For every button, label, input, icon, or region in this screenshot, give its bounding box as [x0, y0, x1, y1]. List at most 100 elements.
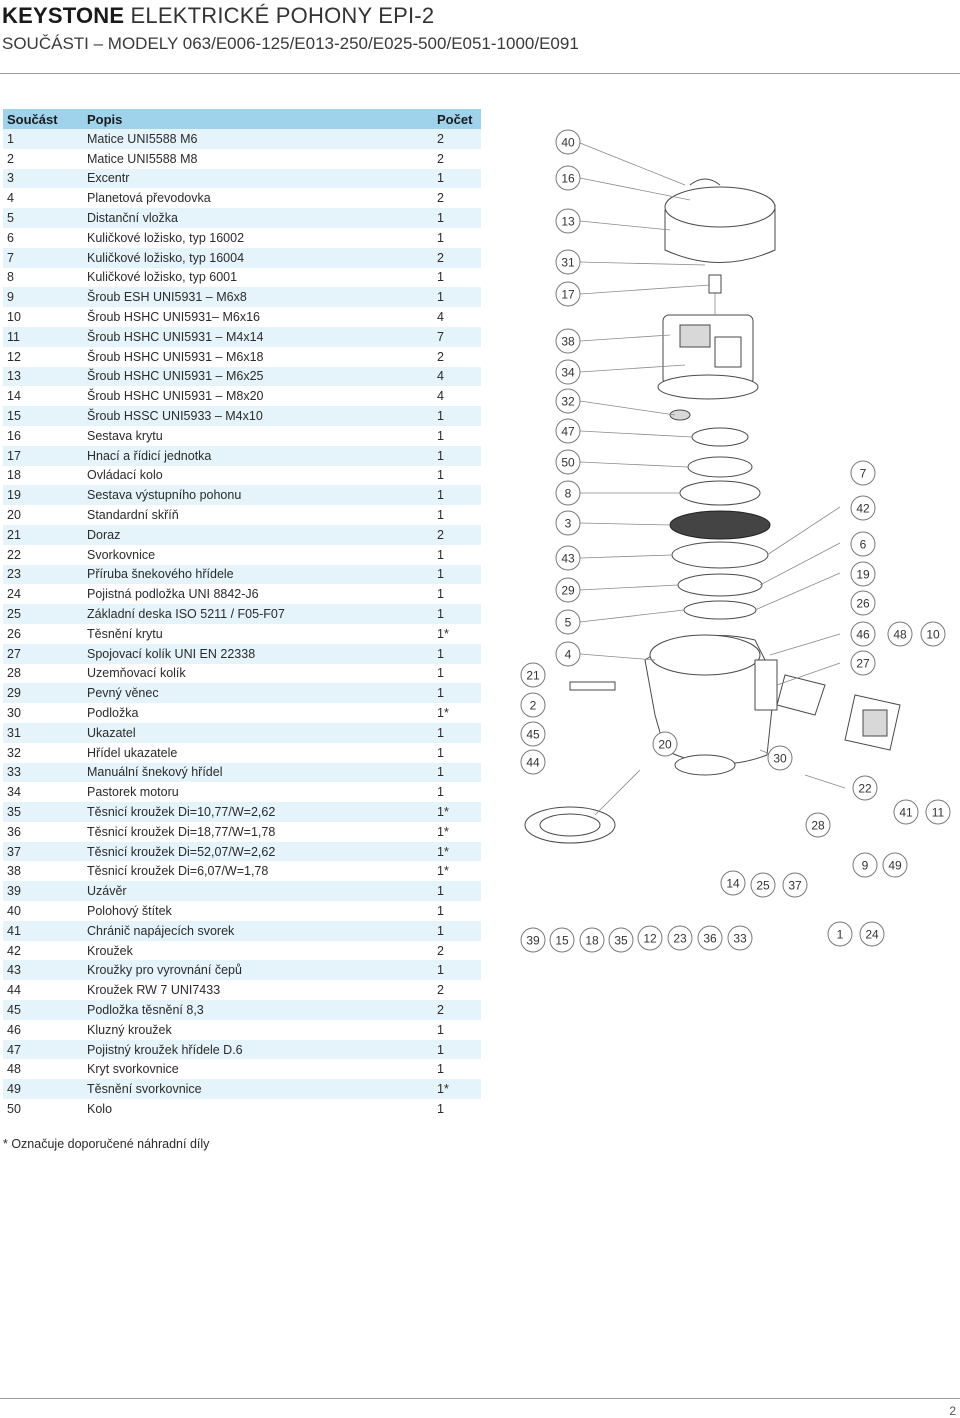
callout-marker: 12	[637, 925, 663, 951]
callout-label: 34	[561, 366, 575, 380]
brand-name: KEYSTONE	[2, 3, 125, 28]
callout-label: 23	[673, 932, 687, 946]
part-number-cell: 14	[3, 386, 83, 407]
callout-label: 41	[899, 806, 913, 820]
part-number-cell: 6	[3, 227, 83, 248]
part-description-cell: Pastorek motoru	[83, 782, 433, 803]
callout-marker: 6	[850, 531, 876, 557]
part-description-cell: Kolo	[83, 1099, 433, 1119]
part-quantity-cell: 1	[433, 1059, 481, 1080]
callout-marker: 18	[579, 927, 605, 953]
part-number-cell: 50	[3, 1099, 83, 1119]
part-quantity-cell: 1	[433, 782, 481, 803]
callout-marker: 21	[520, 662, 546, 688]
callout-label: 26	[856, 597, 870, 611]
callout-label: 33	[733, 932, 747, 946]
callout-marker: 29	[555, 577, 581, 603]
callout-label: 28	[811, 819, 825, 833]
callout-label: 39	[526, 934, 540, 948]
callout-label: 11	[932, 806, 945, 820]
part-number-cell: 49	[3, 1079, 83, 1100]
part-quantity-cell: 1	[433, 604, 481, 624]
part-quantity-cell: 1	[433, 920, 481, 941]
part-number-cell: 34	[3, 782, 83, 803]
part-quantity-cell: 1	[433, 683, 481, 704]
part-quantity-cell: 1	[433, 227, 481, 248]
callout-marker: 19	[850, 561, 876, 587]
part-number-cell: 32	[3, 742, 83, 763]
part-description-cell: Manuální šnekový hřídel	[83, 762, 433, 783]
part-quantity-cell: 1	[433, 406, 481, 426]
part-number-cell: 41	[3, 920, 83, 941]
page-number: 2	[949, 1404, 956, 1418]
part-number-cell: 26	[3, 623, 83, 644]
part-quantity-cell: 1*	[433, 802, 481, 822]
callout-marker: 37	[782, 872, 808, 898]
column-header-quantity: Počet	[433, 109, 481, 129]
part-description-cell: Kroužky pro vyrovnání čepů	[83, 960, 433, 981]
handwheel	[524, 681, 641, 844]
callout-marker: 26	[850, 590, 876, 616]
callout-label: 21	[526, 669, 540, 683]
part-number-cell: 36	[3, 821, 83, 842]
callout-label: 36	[703, 932, 717, 946]
part-quantity-cell: 1*	[433, 841, 481, 862]
part-description-cell: Kuličkové ložisko, typ 16002	[83, 227, 433, 248]
callout-label: 37	[788, 879, 802, 893]
leader-lines	[579, 142, 846, 789]
callout-label: 8	[565, 487, 572, 501]
part-description-cell: Příruba šnekového hřídele	[83, 564, 433, 585]
part-quantity-cell: 2	[433, 940, 481, 961]
part-quantity-cell: 4	[433, 366, 481, 387]
part-description-cell: Kroužek RW 7 UNI7433	[83, 980, 433, 1001]
part-description-cell: Těsnění krytu	[83, 623, 433, 644]
part-quantity-cell: 1	[433, 287, 481, 308]
callout-marker: 40	[555, 129, 581, 155]
part-description-cell: Šroub HSHC UNI5931 – M4x14	[83, 326, 433, 347]
callout-marker: 34	[555, 359, 581, 385]
part-description-cell: Hnací a řídicí jednotka	[83, 445, 433, 466]
callout-label: 45	[526, 728, 540, 742]
part-quantity-cell: 1	[433, 901, 481, 921]
part-number-cell: 16	[3, 425, 83, 446]
part-description-cell: Kryt svorkovnice	[83, 1059, 433, 1080]
part-quantity-cell: 1	[433, 485, 481, 506]
part-description-cell: Šroub HSHC UNI5931 – M6x18	[83, 346, 433, 367]
callout-marker: 35	[608, 927, 634, 953]
callout-marker: 2	[520, 692, 546, 718]
part-number-cell: 15	[3, 406, 83, 426]
part-number-cell: 27	[3, 643, 83, 664]
part-description-cell: Podložka těsnění 8,3	[83, 1000, 433, 1020]
part-description-cell: Spojovací kolík UNI EN 22338	[83, 643, 433, 664]
callout-label: 31	[561, 256, 575, 270]
callout-label: 4	[565, 648, 572, 662]
part-number-cell: 45	[3, 1000, 83, 1020]
part-description-cell: Ovládací kolo	[83, 465, 433, 486]
callout-label: 14	[726, 877, 740, 891]
part-description-cell: Pojistná podložka UNI 8842-J6	[83, 584, 433, 605]
part-quantity-cell: 2	[433, 247, 481, 268]
part-description-cell: Ukazatel	[83, 722, 433, 743]
part-quantity-cell: 1	[433, 1099, 481, 1119]
callout-marker: 5	[555, 609, 581, 635]
callout-label: 43	[561, 552, 575, 566]
part-quantity-cell: 2	[433, 1000, 481, 1020]
callout-label: 5	[565, 616, 572, 630]
part-quantity-cell: 2	[433, 148, 481, 169]
callout-label: 46	[856, 628, 870, 642]
part-description-cell: Kroužek	[83, 940, 433, 961]
